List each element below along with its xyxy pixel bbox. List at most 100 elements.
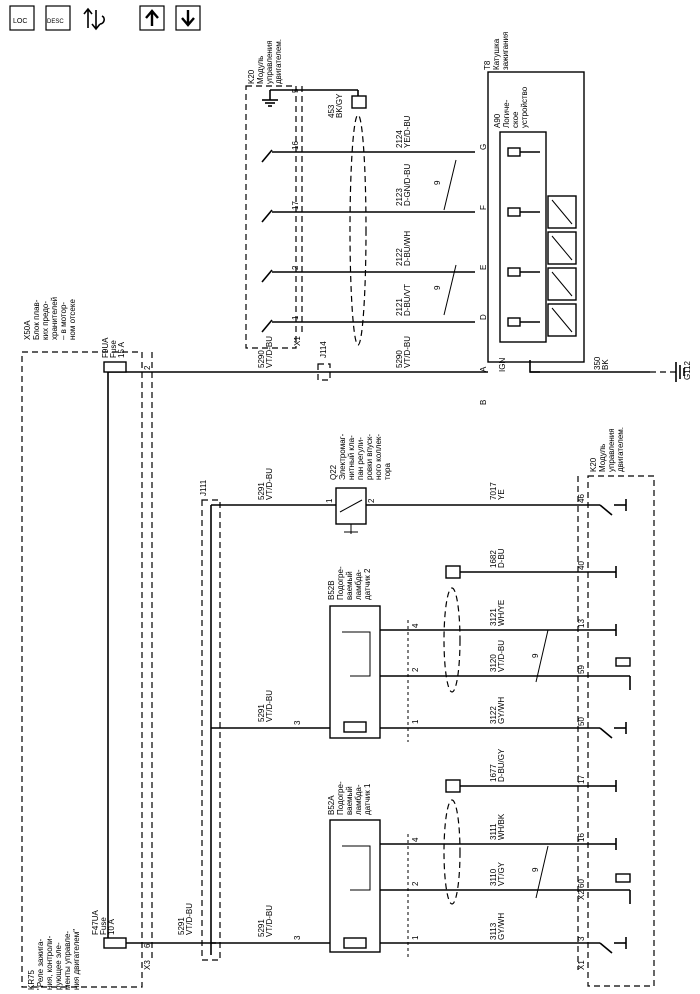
svg-text:VT/D-BU: VT/D-BU bbox=[265, 336, 274, 368]
svg-text:F47UA: F47UA bbox=[91, 909, 100, 935]
svg-text:3: 3 bbox=[293, 935, 302, 940]
svg-text:E: E bbox=[479, 265, 488, 270]
pin-16: 16 bbox=[291, 141, 300, 150]
g112-label: G112 bbox=[683, 360, 692, 380]
svg-text:G: G bbox=[479, 144, 488, 150]
shield-terminal-b52b bbox=[445, 565, 461, 579]
svg-text:VT/GY: VT/GY bbox=[497, 861, 506, 886]
svg-text:2124: 2124 bbox=[395, 130, 404, 148]
svg-text:устройство: устройство bbox=[520, 86, 529, 128]
j114-splice bbox=[317, 363, 331, 381]
svg-text:ровки впуск-: ровки впуск- bbox=[365, 434, 374, 480]
svg-text:зажигания: зажигания bbox=[501, 32, 510, 70]
svg-text:Электромаг-: Электромаг- bbox=[338, 433, 347, 480]
k20-top-ground bbox=[262, 89, 310, 107]
svg-text:F9UA: F9UA bbox=[101, 337, 110, 358]
svg-text:2: 2 bbox=[367, 498, 376, 503]
shield-terminal-b52a bbox=[445, 779, 461, 793]
shield-ellipse-top bbox=[349, 114, 367, 346]
x50a-fuse-block bbox=[21, 351, 143, 988]
svg-text:15 A: 15 A bbox=[117, 341, 126, 358]
svg-text:управления: управления bbox=[265, 40, 274, 84]
svg-text:3113: 3113 bbox=[489, 922, 498, 940]
q22-label: Q22 Электромаг- нитный кла- пан регули- … bbox=[329, 433, 392, 480]
svg-text:5290: 5290 bbox=[395, 350, 404, 368]
svg-text:– в мотор-: – в мотор- bbox=[59, 302, 68, 340]
svg-text:K20: K20 bbox=[589, 457, 598, 472]
svg-text:менты управле-: менты управле- bbox=[63, 931, 72, 990]
svg-text:VT/D-BU: VT/D-BU bbox=[265, 905, 274, 937]
svg-text:5290: 5290 bbox=[257, 350, 266, 368]
svg-text:D-BU: D-BU bbox=[497, 548, 506, 568]
svg-text:DESC: DESC bbox=[47, 19, 64, 25]
svg-text:D: D bbox=[479, 314, 488, 320]
svg-text:F: F bbox=[479, 205, 488, 210]
svg-text:датчик 2: датчик 2 bbox=[363, 568, 372, 600]
svg-text:A: A bbox=[479, 366, 488, 372]
svg-text:46: 46 bbox=[577, 494, 586, 503]
svg-text:B52A: B52A bbox=[327, 795, 336, 815]
svg-text:YE: YE bbox=[497, 489, 506, 500]
svg-text:9: 9 bbox=[531, 867, 540, 872]
svg-text:13: 13 bbox=[577, 619, 586, 628]
svg-text:350: 350 bbox=[593, 356, 602, 370]
svg-text:Fuse: Fuse bbox=[109, 340, 118, 358]
svg-text:A90: A90 bbox=[493, 113, 502, 128]
svg-text:BK/GY: BK/GY bbox=[335, 93, 344, 118]
svg-text:T8: T8 bbox=[483, 60, 492, 70]
svg-text:3: 3 bbox=[577, 936, 586, 941]
svg-text:5291: 5291 bbox=[257, 482, 266, 500]
svg-text:7017: 7017 bbox=[489, 482, 498, 500]
svg-text:Q22: Q22 bbox=[329, 464, 338, 480]
svg-text:17: 17 bbox=[577, 775, 586, 784]
arrow-down-icon bbox=[181, 10, 195, 27]
svg-text:IGN: IGN bbox=[498, 358, 507, 372]
svg-text:YE/D-BU: YE/D-BU bbox=[403, 115, 412, 148]
svg-text:3111: 3111 bbox=[489, 823, 498, 840]
signal-flow-icon[interactable] bbox=[83, 7, 105, 31]
svg-text:хранителей: хранителей bbox=[50, 297, 59, 340]
x1-top-label: X1 bbox=[293, 336, 302, 346]
svg-text:60: 60 bbox=[577, 879, 586, 888]
b52a-label: B52A Подогре- ваемый ламбда- датчик 1 bbox=[327, 781, 372, 815]
b52b-lambda-sensor-2 bbox=[329, 605, 381, 739]
k20-bottom-module-box bbox=[587, 475, 655, 987]
svg-text:управления: управления bbox=[607, 428, 616, 472]
svg-text:датчик 1: датчик 1 bbox=[363, 783, 372, 815]
svg-text:GY/WH: GY/WH bbox=[497, 913, 506, 940]
svg-text:VT/D-BU: VT/D-BU bbox=[265, 468, 274, 500]
svg-text:3110: 3110 bbox=[489, 868, 498, 886]
shield-ellipse-b52b bbox=[443, 587, 461, 693]
svg-text:Катушка: Катушка bbox=[492, 38, 501, 70]
loc-button[interactable]: LOC bbox=[9, 5, 35, 31]
coil-windings bbox=[547, 195, 577, 337]
a90-label: A90 Логиче- ское устройство bbox=[493, 86, 529, 128]
arrow-up-button[interactable] bbox=[139, 5, 165, 31]
svg-text:D-GN/D-BU: D-GN/D-BU bbox=[403, 164, 412, 206]
svg-text:Модуль: Модуль bbox=[598, 444, 607, 472]
twist-marker bbox=[443, 159, 457, 211]
svg-text:16: 16 bbox=[577, 833, 586, 842]
svg-text:2: 2 bbox=[411, 667, 420, 672]
svg-text:1682: 1682 bbox=[489, 550, 498, 568]
svg-text:B52B: B52B bbox=[327, 580, 336, 600]
svg-text:VT/D-BU: VT/D-BU bbox=[497, 640, 506, 672]
pin-17: 17 bbox=[291, 201, 300, 210]
ground-symbol bbox=[675, 362, 685, 382]
svg-text:ламбда-: ламбда- bbox=[354, 569, 363, 600]
desc-button[interactable]: DESC bbox=[45, 5, 71, 31]
svg-text:J114: J114 bbox=[319, 341, 328, 358]
svg-text:1: 1 bbox=[325, 498, 334, 503]
svg-text:VT/D-BU: VT/D-BU bbox=[265, 690, 274, 722]
a90-drivers bbox=[507, 147, 540, 327]
svg-text:рующее эле-: рующее эле- bbox=[54, 942, 63, 990]
svg-text:ния двигателем": ния двигателем" bbox=[72, 929, 81, 990]
svg-text:двигателем.: двигателем. bbox=[274, 39, 283, 84]
svg-text:пан регули-: пан регули- bbox=[356, 437, 365, 480]
svg-text:WH/YE: WH/YE bbox=[497, 600, 506, 626]
k20-top-label: K20 Модуль управления двигателем. bbox=[247, 39, 283, 84]
arrow-down-button[interactable] bbox=[175, 5, 201, 31]
j111-splice bbox=[201, 499, 221, 961]
pin-5: 5 bbox=[291, 88, 300, 93]
k20-bottom-label: K20 Модуль управления двигателем. bbox=[589, 427, 625, 472]
